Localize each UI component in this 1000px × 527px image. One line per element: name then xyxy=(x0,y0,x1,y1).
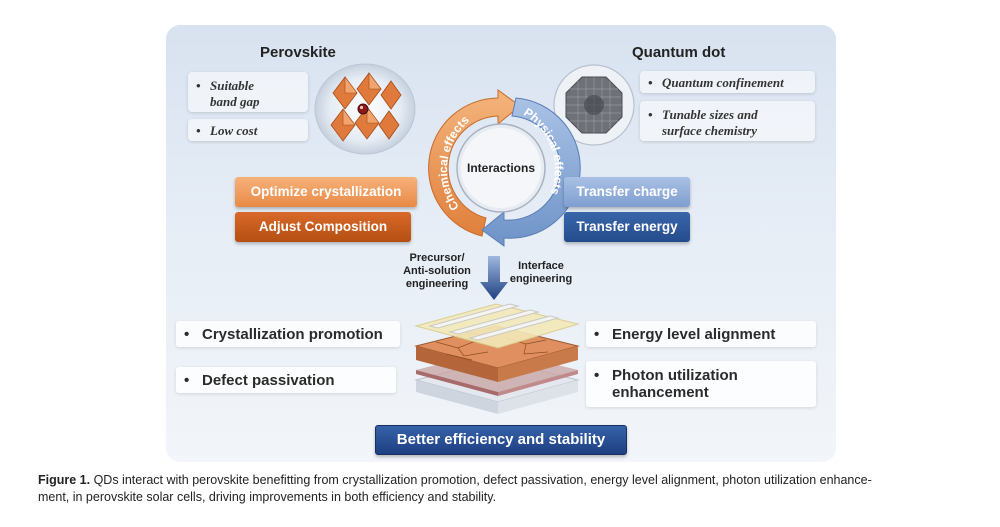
caption-label: Figure 1. xyxy=(38,473,91,487)
result-pill: Better efficiency and stability xyxy=(375,425,627,455)
property-suitable-band-gap: • Suitable band gap xyxy=(188,72,308,112)
outcome-energy-level-alignment: • Energy level alignment xyxy=(586,321,816,347)
figure-caption: Figure 1. QDs interact with perovskite b… xyxy=(38,472,968,506)
transfer-energy-pill: Transfer energy xyxy=(564,212,690,242)
transfer-charge-pill: Transfer charge xyxy=(564,177,690,207)
quantum-dot-title: Quantum dot xyxy=(632,44,726,61)
interactions-label: Interactions xyxy=(467,161,535,175)
property-tunable-sizes: • Tunable sizes and surface chemistry xyxy=(640,101,815,141)
outcome-defect-passivation: • Defect passivation xyxy=(176,367,396,393)
perovskite-title: Perovskite xyxy=(260,44,336,61)
adjust-composition-pill: Adjust Composition xyxy=(235,212,411,242)
property-low-cost: • Low cost xyxy=(188,119,308,141)
perovskite-crystal-icon xyxy=(314,63,416,155)
physical-arc-arrow xyxy=(481,97,581,247)
caption-line-1: QDs interact with perovskite benefitting… xyxy=(90,473,872,487)
interface-engineering-label: Interface engineering xyxy=(509,260,573,285)
quantum-dot-icon xyxy=(553,64,635,146)
optimize-crystallization-pill: Optimize crystallization xyxy=(235,177,417,207)
outcome-crystallization-promotion: • Crystallization promotion xyxy=(176,321,400,347)
precursor-engineering-label: Precursor/ Anti-solution engineering xyxy=(403,252,471,290)
interaction-cycle: Chemical effects Physical effects Intera… xyxy=(428,89,581,247)
down-arrow-icon xyxy=(480,256,508,300)
chemical-arc-arrow xyxy=(428,89,521,237)
solar-cell-device-icon xyxy=(414,303,580,414)
property-quantum-confinement: • Quantum confinement xyxy=(640,71,815,93)
outcome-photon-utilization: • Photon utilization enhancement xyxy=(586,361,816,407)
caption-line-2: ment, in perovskite solar cells, driving… xyxy=(38,490,497,504)
